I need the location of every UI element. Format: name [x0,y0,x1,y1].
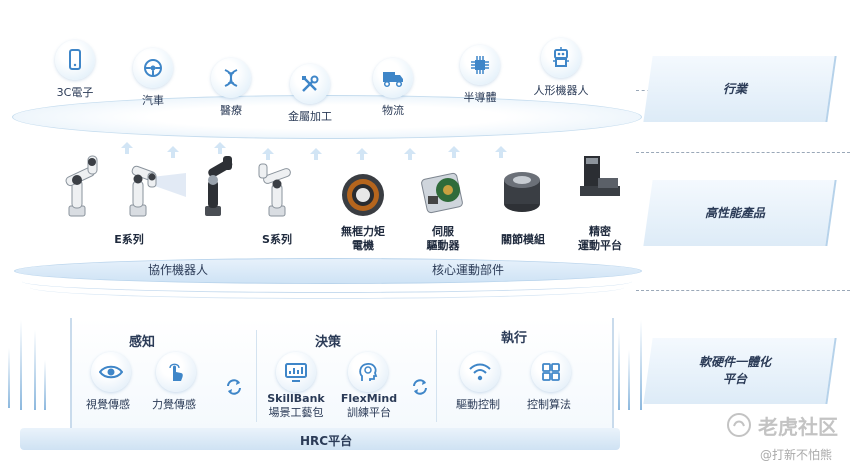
precision-platform-label: 精密 運動平台 [568,225,632,253]
wifi-icon [460,352,500,392]
industry-label: 3C電子 [56,86,94,99]
frameless-motor-line2: 電機 [352,239,374,252]
column-divider [436,330,437,422]
touch-icon [156,352,196,392]
up-arrow-icon [310,148,322,160]
industry-side-label: 行業 [722,82,747,96]
industry-label: 金屬加工 [288,110,332,123]
up-arrow-icon [214,142,226,154]
decor-bar [8,348,10,408]
hrc-platform-label: HRC平台 [300,434,353,448]
column-divider [256,330,257,422]
vision-sensing-label: 視覺傳感 [86,398,130,411]
steering-wheel-icon [133,48,173,88]
skillbank-desc: 場景工藝包 [268,406,324,419]
truck-icon [373,58,413,98]
core-motion-layer-label: 核心運動部件 [432,263,505,277]
divider-line [636,90,656,91]
up-arrow-icon [448,146,460,158]
servo-driver-line2: 驅動器 [426,239,460,252]
industry-ellipse [12,95,642,139]
up-arrow-icon [121,142,133,154]
phone-icon [55,40,95,80]
eye-icon [91,352,131,392]
flexmind-label: FlexMind 訓練平台 [340,392,398,420]
joint-module-label: 關節模組 [501,233,545,246]
skillbank-name: SkillBank [267,392,325,405]
hw-sw-side-label: 軟硬件一體化 平台 [650,354,820,388]
decor-bar [20,320,22,410]
flexmind-name: FlexMind [340,392,398,405]
frameless-motor-image [342,174,384,216]
dna-icon [211,58,251,98]
decor-bar [618,330,620,410]
industry-semiconductor: 半導體 [440,45,520,105]
watermark-handle: @打新不怕熊 [760,448,833,462]
hw-sw-line1: 軟硬件一體化 [698,355,771,369]
industry-label: 醫療 [220,104,242,117]
chip-icon [460,45,500,85]
decor-bar [628,350,630,410]
brain-head-icon [348,352,388,392]
cobot-layer-label: 協作機器人 [148,263,209,277]
s-series-label: S系列 [262,233,292,246]
hw-sw-line2: 平台 [722,372,747,386]
product-layer-ellipse [14,258,642,284]
industry-medical: 醫療 [191,58,271,118]
servo-driver-image [421,172,463,214]
layer-ring-3 [30,276,624,299]
up-arrow-icon [404,148,416,160]
cobot-arm-e2-image [129,165,186,217]
divider-line [636,290,850,291]
precision-platform-line1: 精密 [589,225,611,238]
precision-platform-image [580,156,620,196]
cobot-arm-s-image [258,163,291,217]
industry-humanoid: 人形機器人 [521,38,601,98]
e-series-label: E系列 [114,233,144,246]
cycle-arrows-icon [413,379,427,395]
flexmind-desc: 訓練平台 [347,406,391,419]
divider-line [636,152,850,153]
servo-driver-line1: 伺服 [432,225,454,238]
industry-auto: 汽車 [113,48,193,108]
monitor-chart-icon [276,352,316,392]
cobot-arm-e1-image [65,155,98,217]
cycle-arrows-icon [227,379,241,395]
watermark-brand: 老虎社区 [758,415,838,439]
perception-title: 感知 [129,335,156,350]
up-arrow-icon [356,148,368,160]
layer-ring-2 [22,270,632,293]
execution-title: 執行 [501,331,528,346]
frameless-motor-label: 無框力矩 電機 [330,225,396,253]
industry-3c: 3C電子 [35,40,115,100]
high-perf-side-label: 高性能產品 [704,206,765,220]
joint-module-image [504,172,540,212]
industry-label: 物流 [382,104,404,117]
force-sensing-label: 力覺傳感 [152,398,196,411]
grid-icon [531,352,571,392]
servo-driver-label: 伺服 驅動器 [416,225,470,253]
precision-platform-line2: 運動平台 [578,239,622,252]
industry-label: 半導體 [463,91,497,104]
skillbank-label: SkillBank 場景工藝包 [266,392,326,420]
robot-icon [541,38,581,78]
frameless-motor-line1: 無框力矩 [341,225,385,238]
decor-bar [44,360,46,410]
decor-bar [34,330,36,410]
drive-control-label: 驅動控制 [456,398,500,411]
hrc-platform-base [20,428,620,450]
up-arrow-icon [262,148,274,160]
tools-icon [290,64,330,104]
decor-bar [640,320,642,410]
cobot-arm-black-image [205,156,233,216]
decision-title: 決策 [315,335,342,350]
industry-metal: 金屬加工 [270,64,350,124]
industry-label: 汽車 [142,94,164,107]
up-arrow-icon [167,146,179,158]
tiger-logo-icon [727,413,751,437]
control-algorithm-label: 控制算法 [527,398,571,411]
up-arrow-icon [495,146,507,158]
industry-label: 人形機器人 [533,84,589,97]
industry-logistics: 物流 [353,58,433,118]
